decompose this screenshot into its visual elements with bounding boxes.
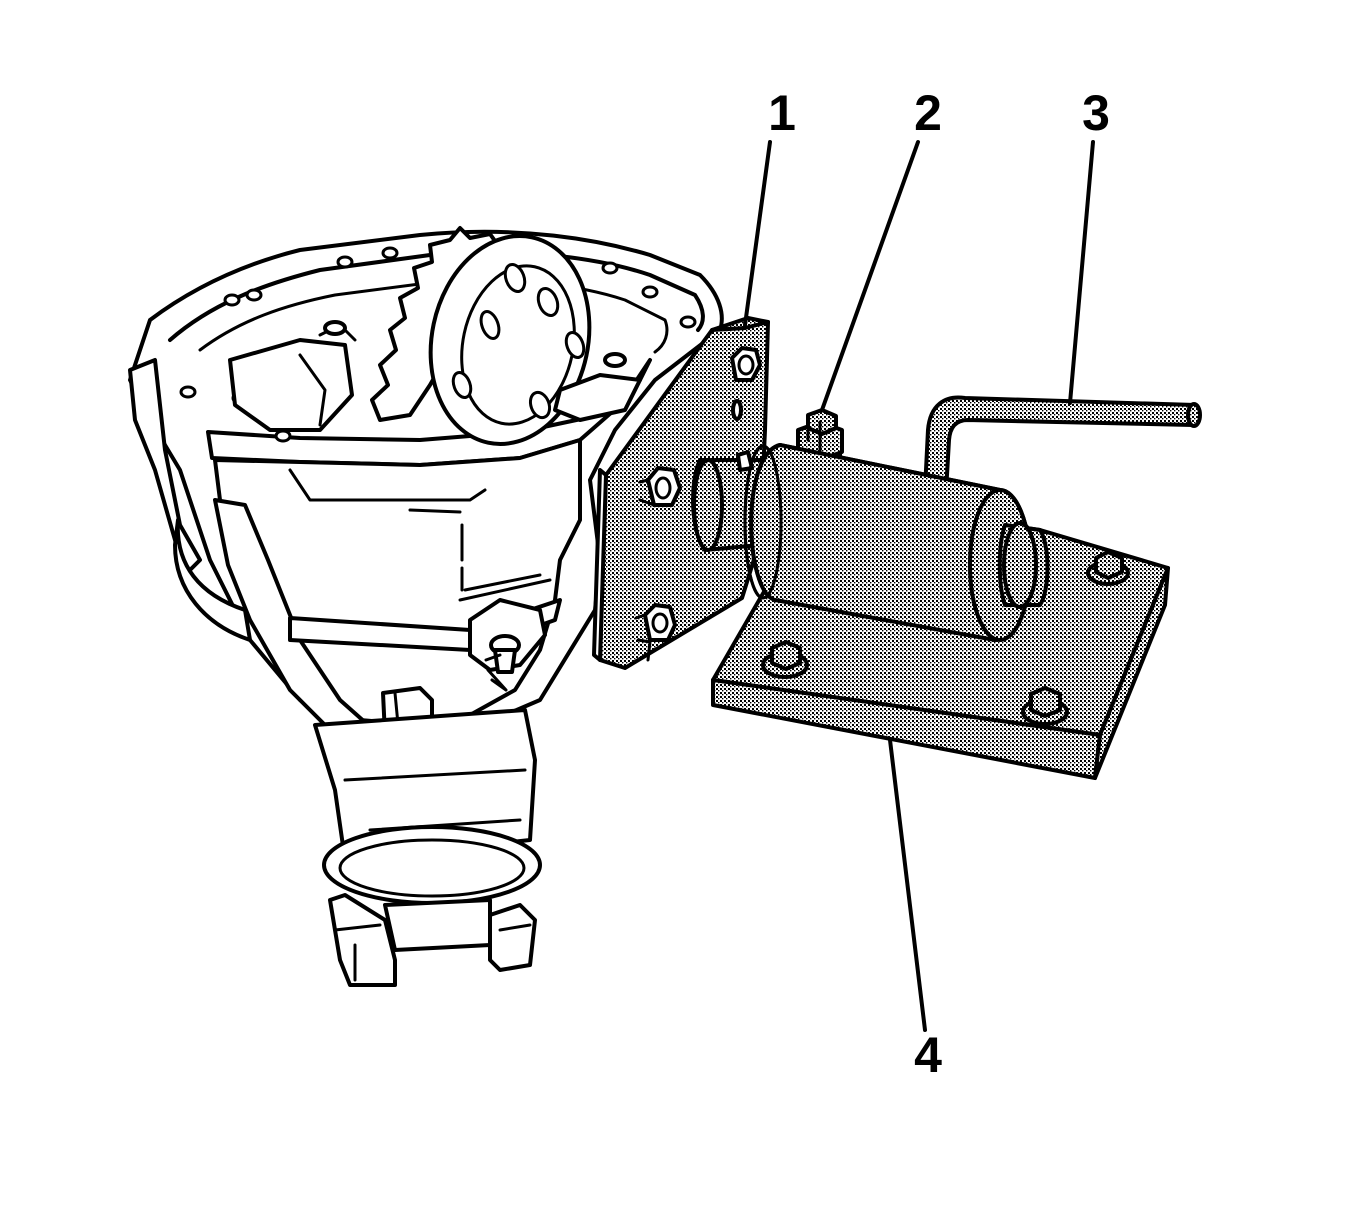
mounting-plate-edge xyxy=(592,468,608,662)
callout-label-2: 2 xyxy=(914,85,942,141)
callout-leader-1 xyxy=(743,140,772,327)
pinion-yoke xyxy=(328,893,397,987)
mounting-plate-top xyxy=(710,316,770,332)
bearing-bolt-top xyxy=(323,320,347,336)
callout-leader-4 xyxy=(888,738,927,1032)
pinion-seal-ring-inner xyxy=(338,838,526,898)
base-bolt-rear xyxy=(1086,550,1130,586)
callout-leader-3 xyxy=(1068,140,1095,405)
case-bolt-holes xyxy=(451,262,586,420)
panel-line-upper xyxy=(288,468,487,502)
plate-bolt-middle xyxy=(638,466,682,507)
plate-slot-upper xyxy=(731,399,743,421)
pinion-yoke-center xyxy=(383,898,492,952)
adapter-boss-face xyxy=(692,458,724,552)
carrier-side-flange xyxy=(128,358,202,577)
pinion-yoke-right xyxy=(488,903,537,972)
base-plate xyxy=(711,443,1170,780)
differential-carrier xyxy=(128,226,724,987)
callout-label-3: 3 xyxy=(1082,85,1110,141)
bearing-cap-right xyxy=(553,373,642,422)
pump-handle-tip xyxy=(1186,402,1202,428)
adapter-stud xyxy=(736,450,754,472)
callouts: 1 2 3 4 xyxy=(743,85,1110,1083)
band-line xyxy=(458,573,552,602)
callout-label-1: 1 xyxy=(768,85,796,141)
bearing-cap-left xyxy=(228,338,354,432)
plate-bolt-lower xyxy=(634,603,677,662)
callout-label-4: 4 xyxy=(914,1027,942,1083)
base-plate-side-edge xyxy=(1093,566,1170,780)
panel-line-dashed xyxy=(408,508,464,592)
bearing-bolt-right xyxy=(603,352,627,368)
pump-handle-tube xyxy=(923,395,1197,494)
mounting-plate xyxy=(592,316,770,670)
base-bolt-front xyxy=(1021,686,1069,726)
carrier-lower-skirt xyxy=(173,518,252,642)
base-bolt-left xyxy=(761,640,809,679)
pinion-seal-ring xyxy=(322,825,542,905)
sensor-stud xyxy=(484,634,521,692)
plate-bolt-upper xyxy=(730,346,762,382)
callout-leader-2 xyxy=(820,140,920,412)
